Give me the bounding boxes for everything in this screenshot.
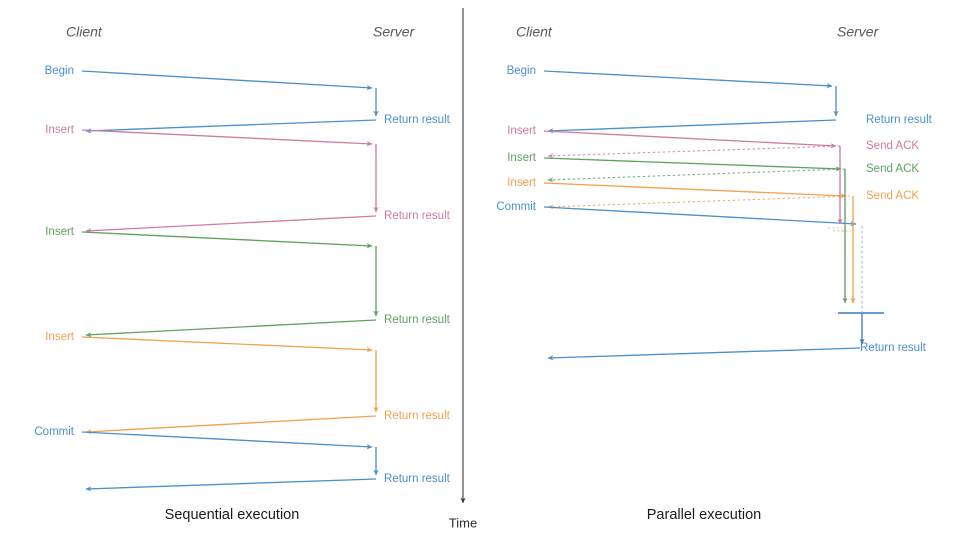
request-arrow-par-begin: [543, 70, 833, 89]
response-arrow-seq-insert-2: [85, 319, 377, 338]
response-label-par-insert-3: Send ACK: [866, 190, 919, 202]
request-label-par-begin: Begin: [507, 65, 536, 77]
caption-sequential: Sequential execution: [165, 507, 300, 523]
lane-header-client: Client: [66, 24, 103, 40]
request-arrow-par-insert-2: [543, 157, 842, 172]
request-label-seq-commit: Commit: [34, 426, 74, 438]
request-arrow-par-commit: [543, 206, 857, 227]
response-label-par-begin: Return result: [866, 114, 933, 126]
lane-header-server-parallel: Server: [837, 24, 880, 40]
response-arrow-seq-commit: [85, 478, 377, 492]
request-label-par-insert-3: Insert: [507, 177, 537, 189]
server-concurrent-work: [828, 146, 884, 345]
response-label-par-insert-2: Send ACK: [866, 163, 919, 175]
request-label-par-insert-2: Insert: [507, 152, 537, 164]
request-label-seq-insert-2: Insert: [45, 226, 75, 238]
request-arrow-seq-commit: [81, 431, 373, 450]
response-arrow-seq-begin: [85, 119, 377, 134]
request-arrow-seq-insert-1: [81, 129, 373, 147]
request-label-seq-insert-3: Insert: [45, 331, 75, 343]
request-arrow-par-insert-1: [543, 130, 837, 149]
response-label-seq-insert-1: Return result: [384, 210, 451, 222]
response-label-par-commit: Return result: [860, 342, 927, 354]
request-label-seq-begin: Begin: [45, 65, 74, 77]
request-label-par-insert-1: Insert: [507, 125, 537, 137]
ack-arrow-par-insert-3: [547, 195, 851, 210]
lane-header-client-parallel: Client: [516, 24, 553, 40]
time-axis-label: Time: [449, 515, 477, 530]
response-label-seq-insert-2: Return result: [384, 314, 451, 326]
response-label-seq-commit: Return result: [384, 473, 451, 485]
ack-arrow-par-insert-2: [547, 168, 846, 183]
caption-parallel: Parallel execution: [647, 507, 761, 523]
request-arrow-seq-insert-3: [81, 336, 373, 353]
request-label-seq-insert-1: Insert: [45, 124, 75, 136]
time-axis: Time: [449, 8, 477, 530]
request-arrow-seq-insert-2: [81, 231, 373, 249]
response-label-seq-insert-3: Return result: [384, 410, 451, 422]
request-label-par-commit: Commit: [496, 201, 536, 213]
response-arrow-seq-insert-3: [85, 415, 377, 435]
request-arrow-par-insert-3: [543, 182, 847, 199]
response-arrow-seq-insert-1: [85, 215, 377, 234]
response-arrow-par-begin: [547, 119, 837, 134]
lane-header-server: Server: [373, 24, 416, 40]
response-label-par-insert-1: Send ACK: [866, 140, 919, 152]
ack-arrow-par-insert-1: [547, 145, 841, 159]
request-arrow-seq-begin: [81, 70, 373, 91]
response-arrow-par-commit: [547, 347, 861, 361]
response-label-seq-begin: Return result: [384, 114, 451, 126]
